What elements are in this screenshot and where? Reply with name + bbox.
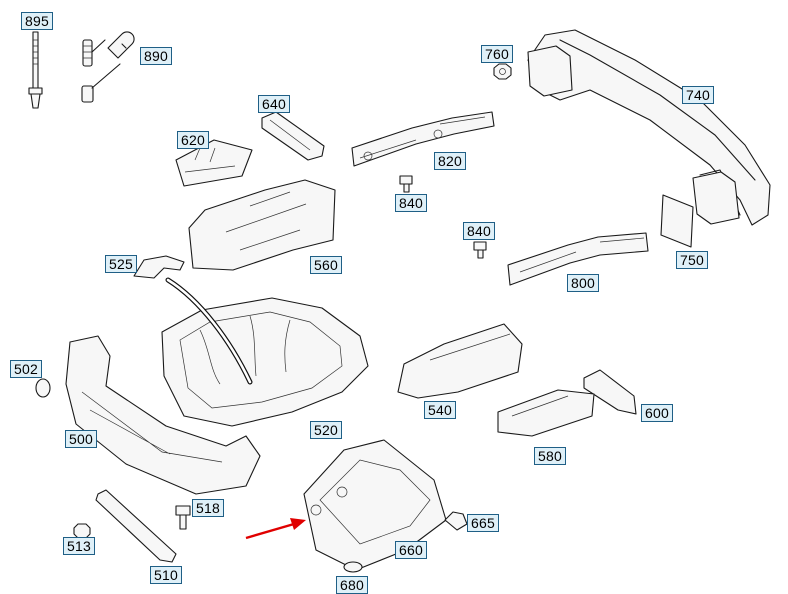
callout-640: 640: [258, 95, 290, 113]
part-840-bolt-lower: [473, 241, 487, 259]
callout-513: 513: [63, 537, 95, 555]
part-890-tool-set: [81, 31, 135, 103]
callout-660: 660: [395, 541, 427, 559]
part-540-bracket: [397, 323, 523, 399]
part-600-bracket: [583, 369, 637, 415]
callout-760: 760: [481, 45, 513, 63]
part-640-bracket: [261, 111, 325, 161]
part-513-nut: [73, 523, 91, 539]
part-680-nut: [343, 561, 363, 573]
part-800-crossmember: [507, 232, 649, 286]
callout-890: 890: [140, 47, 172, 65]
callout-500: 500: [65, 430, 97, 448]
callout-540: 540: [424, 401, 456, 419]
part-840-bolt-upper: [399, 175, 413, 193]
callout-510: 510: [150, 566, 182, 584]
indicator-arrow: [245, 518, 306, 540]
part-580-tray: [497, 389, 595, 437]
callout-895: 895: [21, 12, 53, 30]
part-525-clip: [133, 255, 185, 279]
part-665-clip: [444, 511, 468, 531]
callout-665: 665: [467, 514, 499, 532]
callout-800: 800: [567, 274, 599, 292]
leader-525: [165, 277, 253, 385]
part-518-bolt: [175, 505, 191, 530]
callout-580: 580: [534, 447, 566, 465]
callout-600: 600: [641, 404, 673, 422]
callout-518: 518: [192, 499, 224, 517]
callout-840-lower: 840: [463, 222, 495, 240]
part-740-bumper-bar: [527, 29, 771, 226]
part-502-grommet: [35, 378, 51, 398]
callout-820: 820: [434, 152, 466, 170]
callout-740: 740: [682, 86, 714, 104]
part-820-crossmember: [351, 111, 495, 167]
part-510-strut: [95, 489, 177, 563]
part-760-nut: [493, 63, 512, 80]
part-520-wheel-well: [161, 297, 369, 427]
part-895-bolt: [28, 31, 43, 109]
callout-520: 520: [310, 421, 342, 439]
callout-525: 525: [105, 255, 137, 273]
callout-502: 502: [10, 360, 42, 378]
part-750-plate: [660, 194, 694, 248]
callout-680: 680: [336, 576, 368, 594]
callout-840-upper: 840: [395, 194, 427, 212]
part-560-panel: [188, 179, 336, 271]
callout-620: 620: [177, 131, 209, 149]
callout-560: 560: [310, 256, 342, 274]
callout-750: 750: [676, 251, 708, 269]
